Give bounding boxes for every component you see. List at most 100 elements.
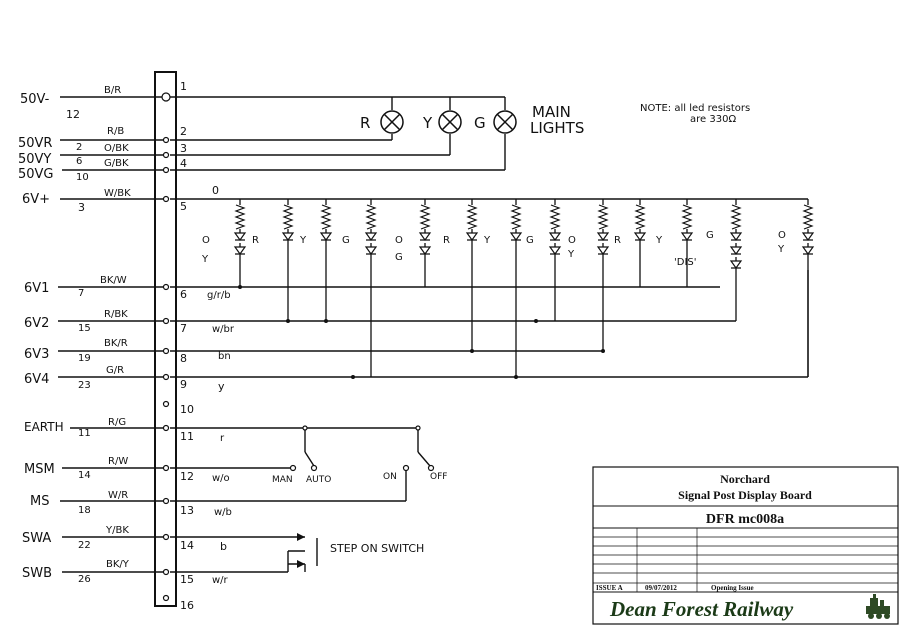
resistor-icon: [466, 204, 478, 230]
terminal-number: 11: [180, 430, 194, 443]
wire-colour: O/BK: [104, 143, 129, 154]
label-msm: MSM: [24, 462, 55, 477]
locomotive-icon: [866, 594, 890, 619]
terminal-number: 12: [180, 470, 194, 483]
led-return-buses: [170, 270, 809, 378]
led-label: O: [202, 235, 210, 246]
output-wire-label: b: [220, 540, 227, 553]
led-icon: [319, 232, 333, 242]
led-icon: [281, 232, 295, 242]
led-label: G: [706, 230, 714, 241]
led-label-dis: 'DIS': [674, 257, 697, 268]
switch-arrows: [297, 533, 305, 568]
input-labels: 50V- 50VR 50VY 50VG 6V+ 6V1 6V2 6V3 6V4 …: [18, 92, 64, 581]
output-wire-label: w/o: [212, 473, 230, 484]
main-lights-label-2: LIGHTS: [530, 119, 584, 137]
led-label: R: [252, 235, 259, 246]
lamp-letter-y: Y: [422, 114, 433, 132]
pin-num: 3: [78, 201, 85, 214]
led-icon: [548, 246, 562, 256]
main-lamps: R Y G: [360, 110, 517, 134]
led-icon: [418, 246, 432, 256]
led-icon: [801, 232, 815, 242]
resistor-icon: [320, 204, 332, 230]
led-label: R: [614, 235, 621, 246]
main-lights-label-1: MAIN: [532, 103, 571, 121]
output-wire-label: w/b: [214, 507, 232, 518]
label-50vr: 50VR: [18, 136, 52, 151]
wire-colour: W/R: [108, 490, 128, 501]
terminal-number: 14: [180, 539, 194, 552]
pin-num: 22: [78, 540, 91, 551]
output-wire-label: bn: [218, 351, 231, 362]
label-off: OFF: [430, 472, 447, 482]
wire-colour: BK/R: [104, 338, 128, 349]
pin-num: 2: [76, 142, 82, 153]
led-labels: O Y R Y G O G R Y G O Y R Y G 'DIS' O Y: [201, 230, 786, 268]
terminal-number: 7: [180, 322, 187, 335]
terminal-number: 6: [180, 288, 187, 301]
terminal-number: 5: [180, 200, 187, 213]
terminal-number: 3: [180, 142, 187, 155]
label-swa: SWA: [22, 531, 51, 546]
lamp-letter-r: R: [360, 114, 370, 132]
label-on: ON: [383, 472, 397, 482]
issue-label: ISSUE A: [596, 584, 623, 592]
label-6v2: 6V2: [24, 316, 49, 331]
terminal-number: 4: [180, 157, 187, 170]
wire-colours: B/R R/B O/BK G/BK W/BK BK/W R/BK BK/R G/…: [100, 85, 131, 570]
wire-colour: G/R: [106, 365, 124, 376]
led-label: G: [342, 235, 350, 246]
resistor-icon: [282, 204, 294, 230]
led-label: G: [395, 252, 403, 263]
led-icon: [364, 246, 378, 256]
led-icon: [233, 232, 247, 242]
led-icon: [418, 232, 432, 242]
resistor-icon: [234, 204, 246, 230]
led-icon: [548, 232, 562, 242]
label-man: MAN: [272, 475, 293, 485]
title-board: Signal Post Display Board: [678, 488, 812, 502]
label-6vplus: 6V+: [22, 192, 50, 207]
led-label: Y: [567, 249, 575, 260]
pin-numbers: 12 2 6 10 3 7 15 19 23 11 14 18 22 26: [66, 108, 91, 585]
led-icon: [680, 232, 694, 242]
label-earth: EARTH: [24, 420, 64, 434]
red-lamp-icon: [380, 110, 404, 134]
wire-colour: R/G: [108, 417, 126, 428]
label-step-on-switch: STEP ON SWITCH: [330, 542, 424, 555]
led-label: Y: [777, 244, 785, 255]
led-icon: [596, 232, 610, 242]
output-wire-label: w/r: [212, 575, 229, 586]
label-auto: AUTO: [306, 475, 331, 485]
wire-colour: G/BK: [104, 158, 129, 169]
led-label: Y: [299, 235, 307, 246]
green-lamp-icon: [493, 110, 517, 134]
label-50v: 50V-: [20, 92, 50, 107]
output-wire-label: r: [220, 433, 225, 444]
wire-colour: W/BK: [104, 188, 131, 199]
wire-colour: B/R: [104, 85, 121, 96]
junction-dots: [238, 285, 605, 379]
led-label: Y: [201, 254, 209, 265]
led-label: Y: [483, 235, 491, 246]
switch-contacts: [289, 425, 435, 472]
terminal-strip: [154, 71, 177, 607]
resistor-icon: [730, 204, 742, 230]
terminal-number: 1: [180, 80, 187, 93]
output-wire-labels: 0 g/r/b w/br bn y r w/o w/b b w/r: [207, 184, 235, 586]
pin-num: 10: [76, 172, 89, 183]
terminal-numbers: 1 2 3 4 5 6 7 8 9 10 11 12 13 14 15 16: [180, 80, 194, 612]
terminal-number: 15: [180, 573, 194, 586]
led-label: O: [778, 230, 786, 241]
led-icon: [596, 246, 610, 256]
wire-colour: BK/Y: [106, 559, 130, 570]
led-icon: [729, 246, 743, 256]
terminal-number: 2: [180, 125, 187, 138]
terminals: [161, 92, 171, 602]
resistor-icon: [597, 204, 609, 230]
led-icon: [729, 260, 743, 270]
resistor-icon: [419, 204, 431, 230]
led-icon: [633, 232, 647, 242]
